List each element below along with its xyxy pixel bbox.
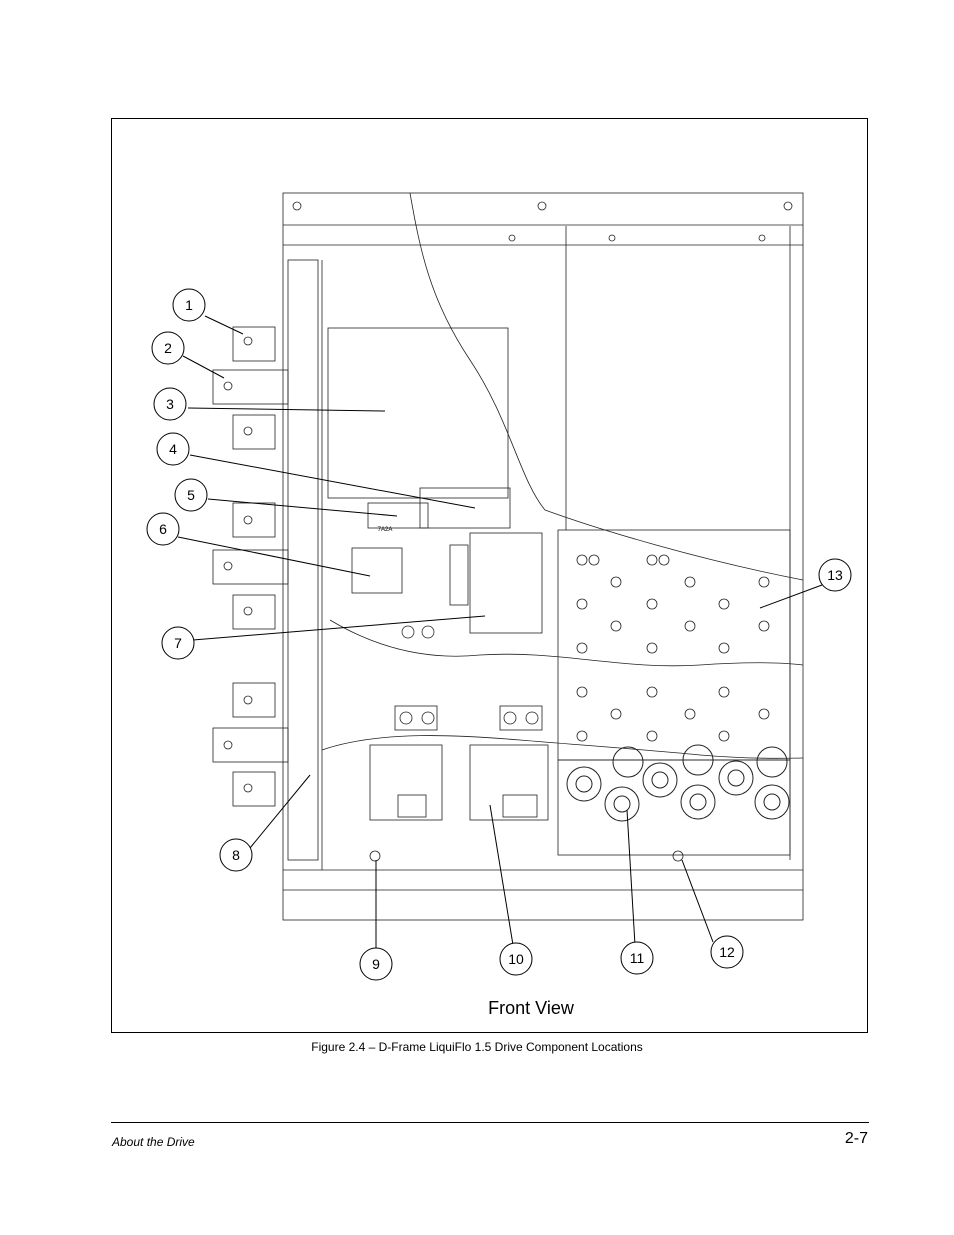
- view-label: Front View: [488, 998, 575, 1018]
- callout-6: 6: [159, 521, 167, 537]
- callout-bubble-7: [161, 626, 195, 660]
- callout-bubble-4: [156, 432, 190, 466]
- chassis-outline: [282, 192, 804, 921]
- callout-2: 2: [164, 340, 172, 356]
- figure-caption: Figure 2.4 – D-Frame LiquiFlo 1.5 Drive …: [311, 1040, 643, 1054]
- callout-bubble-12: [710, 935, 744, 969]
- footer-divider: [111, 1122, 869, 1123]
- callout-bubble-5: [174, 478, 208, 512]
- callout-11: 11: [630, 950, 645, 966]
- callout-5: 5: [187, 487, 195, 503]
- callout-bubble-1: [172, 288, 206, 322]
- callout-1: 1: [185, 297, 193, 313]
- callout-13: 13: [827, 567, 843, 583]
- callout-7: 7: [174, 635, 182, 651]
- callout-9: 9: [372, 956, 380, 972]
- callout-bubble-3: [153, 387, 187, 421]
- callout-bubble-11: [620, 941, 654, 975]
- footer-section-title: About the Drive: [112, 1135, 195, 1149]
- callout-bubble-13: [818, 558, 852, 592]
- callout-bubble-6: [146, 512, 180, 546]
- callout-bubble-2: [151, 331, 185, 365]
- callout-3: 3: [166, 396, 174, 412]
- callout-10: 10: [508, 951, 524, 967]
- callout-12: 12: [719, 944, 735, 960]
- callout-bubble-10: [499, 942, 533, 976]
- callout-4: 4: [169, 441, 177, 457]
- callout-bubble-9: [359, 947, 393, 981]
- callout-8: 8: [232, 847, 240, 863]
- callout-bubble-8: [219, 838, 253, 872]
- board-stamp: 7A2A: [378, 527, 393, 533]
- page-number: 2-7: [844, 1130, 868, 1147]
- figure-frame: [111, 118, 868, 1033]
